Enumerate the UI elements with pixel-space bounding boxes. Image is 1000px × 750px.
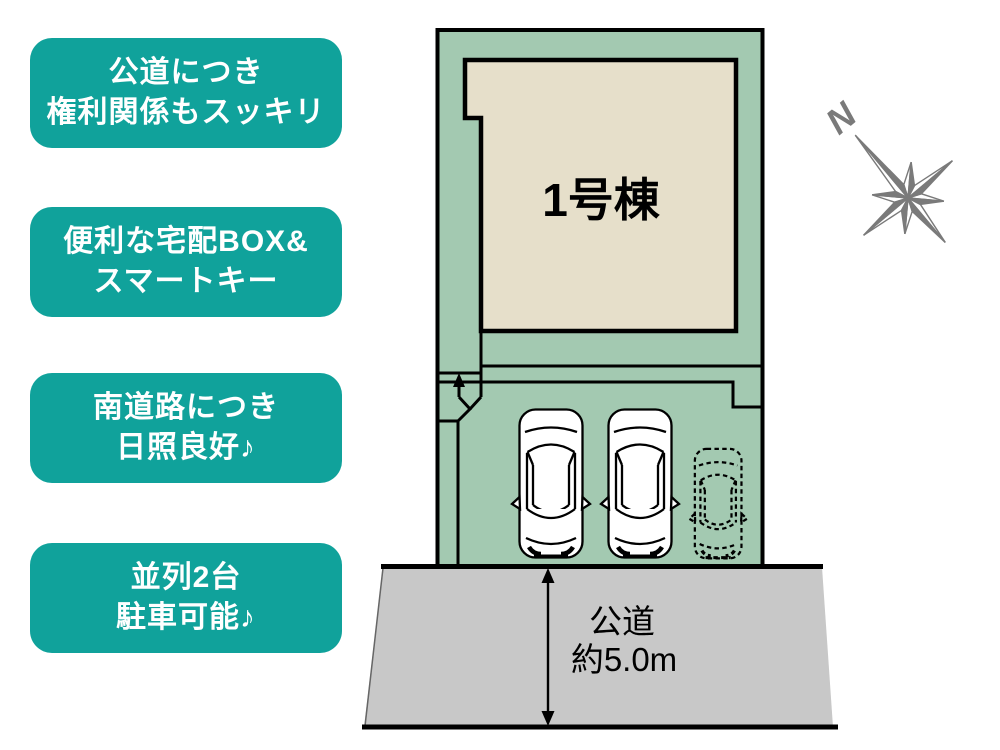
compass-rose: N xyxy=(818,93,953,243)
dimension-arrowhead-down xyxy=(541,711,555,726)
dimension-arrowhead-up xyxy=(541,568,555,583)
compass-star xyxy=(854,134,953,243)
feature-badge-list: 公道につき 権利関係もスッキリ 便利な宅配BOX& スマートキー 南道路につき … xyxy=(0,0,360,750)
approach-arrowhead xyxy=(453,373,465,387)
feature-badge-parking: 並列2台 駐車可能♪ xyxy=(30,543,342,653)
compass-dark-halves xyxy=(854,134,953,243)
feature-badge-delivery-box: 便利な宅配BOX& スマートキー xyxy=(30,207,342,317)
feature-badge-public-road: 公道につき 権利関係もスッキリ xyxy=(30,38,342,148)
road-left-edge xyxy=(364,567,384,727)
compass-north-label: N xyxy=(818,93,865,142)
parked-car-2 xyxy=(601,410,679,558)
approach-funnel-right xyxy=(468,395,483,411)
road-width-dimension: 公道 約5.0m xyxy=(541,568,677,726)
feature-badge-south-road: 南道路につき 日照良好♪ xyxy=(30,373,342,483)
parked-car-1 xyxy=(512,410,590,558)
building-footprint xyxy=(462,57,739,334)
site-lines xyxy=(439,333,761,564)
building-label: 1号棟 xyxy=(542,174,661,226)
road-name-label: 公道 xyxy=(589,603,655,640)
road-area xyxy=(364,567,833,727)
site-line-lower-step xyxy=(439,380,761,409)
road-width-label: 約5.0m xyxy=(571,641,677,678)
